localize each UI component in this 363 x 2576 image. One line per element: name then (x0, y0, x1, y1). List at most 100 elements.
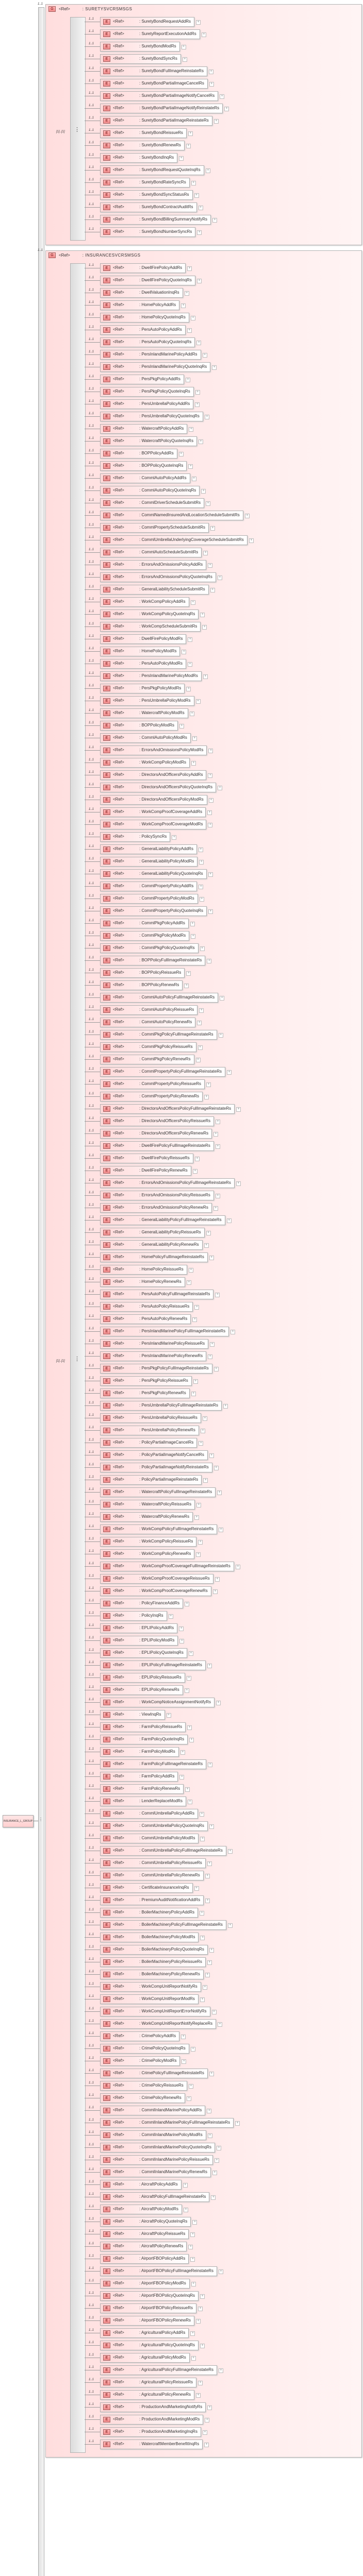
element-ref-box[interactable]: E<Ref>: ErrorsAndOmissionsPolicyRenewRs (100, 1203, 212, 1213)
element-ref-box[interactable]: E<Ref>: AgriculturalPolicyRenewRs (100, 2390, 195, 2400)
expand-icon[interactable]: + (207, 1861, 212, 1866)
expand-icon[interactable]: + (208, 798, 213, 803)
element-ref-box[interactable]: E<Ref>: AirportFBOPolicyRenewRs (100, 2316, 195, 2326)
expand-icon[interactable]: + (190, 2257, 195, 2262)
element-ref-box[interactable]: E<Ref>: WorkCompProofCoverageFullImageRe… (100, 1562, 234, 1571)
element-ref-box[interactable]: E<Ref>: DwellFirePolicyRenewRs (100, 1166, 191, 1176)
expand-icon[interactable]: + (194, 1305, 200, 1310)
expand-icon[interactable]: + (215, 1293, 220, 1297)
expand-icon[interactable]: + (219, 2269, 224, 2274)
element-ref-box[interactable]: E<Ref>: AircraftPolicyQuoteInqRs (100, 2217, 191, 2227)
element-ref-box[interactable]: E<Ref>: CommlAutoPolicyQuoteInqRs (100, 486, 200, 496)
element-ref-box[interactable]: E<Ref>: CommlInlandMarinePolicyRenewRs (100, 2167, 211, 2177)
element-ref-box[interactable]: E<Ref>: CrimePolicyFullImageReinstateRs (100, 2069, 208, 2078)
expand-icon[interactable]: + (213, 1206, 218, 1211)
expand-icon[interactable]: + (189, 711, 194, 716)
expand-icon[interactable]: + (227, 1923, 233, 1928)
expand-icon[interactable]: + (208, 823, 213, 827)
expand-icon[interactable]: + (188, 1800, 193, 1804)
expand-icon[interactable]: + (200, 1812, 205, 1817)
expand-icon[interactable]: + (212, 365, 217, 370)
element-ref-box[interactable]: E<Ref>: CrimePolicyReissueRs (100, 2081, 187, 2091)
element-ref-box[interactable]: E<Ref>: BoilerMachineryPolicyFullImageRe… (100, 1920, 226, 1930)
element-ref-box[interactable]: E<Ref>: BOPPolicyRenewRs (100, 980, 183, 990)
expand-icon[interactable]: + (213, 1132, 219, 1137)
element-ref-box[interactable]: E<Ref>: AircraftPolicyReissueRs (100, 2229, 189, 2239)
expand-icon[interactable]: + (206, 1231, 211, 1235)
expand-icon[interactable]: + (187, 1725, 192, 1730)
expand-icon[interactable]: + (193, 1379, 198, 1384)
expand-icon[interactable]: + (190, 2331, 195, 2336)
expand-icon[interactable]: + (203, 674, 208, 679)
expand-icon[interactable]: + (203, 1478, 208, 1483)
expand-icon[interactable]: + (210, 1342, 215, 1347)
element-ref-box[interactable]: E<Ref>: AircraftPolicyRenewRs (100, 2242, 187, 2251)
expand-icon[interactable]: + (220, 94, 225, 99)
expand-icon[interactable]: + (208, 1762, 213, 1767)
expand-icon[interactable]: + (179, 1626, 184, 1631)
expand-icon[interactable]: + (192, 1169, 197, 1174)
element-ref-box[interactable]: E<Ref>: EPLIPolicyFullImageReinstateRs (100, 1660, 206, 1670)
expand-icon[interactable]: + (215, 1144, 220, 1149)
element-ref-box[interactable]: E<Ref>: WorkCompPolicyQuoteInqRs (100, 609, 199, 619)
expand-icon[interactable]: + (227, 1849, 233, 1854)
element-ref-box[interactable]: E<Ref>: DwellFirePolicyQuoteInqRs (100, 276, 195, 285)
element-ref-box[interactable]: E<Ref>: WatercraftPolicyModRs (100, 708, 188, 718)
expand-icon[interactable]: + (190, 600, 195, 605)
element-ref-box[interactable]: E<Ref>: PremiumAuditNotificationAddRs (100, 1895, 204, 1905)
element-ref-box[interactable]: E<Ref>: ProductionAndMarketingNotifyRs (100, 2402, 206, 2412)
element-ref-box[interactable]: E<Ref>: AirportFBOPolicyFullImageReinsta… (100, 2266, 218, 2276)
element-ref-box[interactable]: E<Ref>: PolicyInqRs (100, 1611, 167, 1621)
element-ref-box[interactable]: E<Ref>: BOPPolicyFullImageReinstateRs (100, 956, 206, 965)
expand-icon[interactable]: + (210, 526, 216, 531)
element-ref-box[interactable]: E<Ref>: AirportFBOPolicyAddRs (100, 2254, 189, 2264)
expand-icon[interactable]: + (184, 2208, 189, 2212)
expand-icon[interactable]: + (184, 291, 189, 296)
expand-icon[interactable]: + (199, 1008, 204, 1013)
element-ref-box[interactable]: E<Ref>: CommlNamedInsuredAndLocationSche… (100, 511, 243, 520)
element-ref-box[interactable]: E<Ref>: CommlPropertyPolicyQuoteInqRs (100, 906, 207, 916)
element-ref-box[interactable]: E<Ref>: PersInlandMarinePolicyQuoteInqRs (100, 362, 211, 372)
expand-icon[interactable]: + (215, 1194, 220, 1198)
element-ref-box[interactable]: E<Ref>: PolicyPartialImageCancelRs (100, 1438, 197, 1448)
expand-icon[interactable]: + (192, 2220, 197, 2225)
element-ref-box[interactable]: E<Ref>: SuretyBondPartialImageNotifyCanc… (100, 91, 219, 101)
element-ref-box[interactable]: E<Ref>: EPLIPolicyModRs (100, 1636, 178, 1646)
expand-icon[interactable]: + (206, 1082, 211, 1087)
element-ref-box[interactable]: E<Ref>: WatercraftPolicyFullImageReinsta… (100, 1487, 216, 1497)
element-ref-box[interactable]: E<Ref>: PolicyPartialImageNotifyCancelRs (100, 1450, 208, 1460)
element-ref-box[interactable]: E<Ref>: WorkCompPolicyFullImageReinstate… (100, 1524, 218, 1534)
expand-icon[interactable]: + (186, 144, 191, 148)
element-ref-box[interactable]: E<Ref>: DirectorsAndOfficersPolicyFullIm… (100, 1104, 235, 1114)
expand-icon[interactable]: + (188, 1651, 193, 1656)
element-ref-box[interactable]: E<Ref>: CommlPropertyScheduleSubmitRs (100, 523, 209, 533)
expand-icon[interactable]: + (214, 2158, 220, 2163)
element-ref-box[interactable]: E<Ref>: WorkCompUnitReportNotifyRs (100, 1982, 201, 1992)
element-ref-box[interactable]: E<Ref>: HomePolicyRenewRs (100, 1277, 185, 1287)
element-ref-box[interactable]: E<Ref>: PersPkgPolicyFullImageReinstateR… (100, 1364, 212, 1374)
element-ref-box[interactable]: E<Ref>: CrimePolicyRenewRs (100, 2093, 185, 2103)
expand-icon[interactable]: + (217, 575, 222, 580)
element-ref-box[interactable]: E<Ref>: PersUmbrellaPolicyFullImageReins… (100, 1401, 222, 1411)
element-ref-box[interactable]: E<Ref>: CommlInlandMarinePolicyQuoteInqR… (100, 2143, 216, 2153)
element-ref-box[interactable]: E<Ref>: GeneralLiabilityPolicyAddRs (100, 844, 197, 854)
element-ref-box[interactable]: E<Ref>: PersUmbrellaPolicyReissueRs (100, 1413, 201, 1423)
expand-icon[interactable]: + (205, 1973, 210, 1977)
expand-icon[interactable]: + (198, 1540, 203, 1545)
expand-icon[interactable]: + (205, 2418, 210, 2422)
element-ref-box[interactable]: E<Ref>: CommlDriverScheduleSubmitRs (100, 498, 205, 508)
element-ref-box[interactable]: E<Ref>: SuretyReportExecutionAddRs (100, 29, 200, 39)
expand-icon[interactable]: + (199, 897, 204, 902)
element-ref-box[interactable]: E<Ref>: SuretyBondSyncRs (100, 54, 181, 64)
expand-icon[interactable]: + (209, 2072, 214, 2076)
expand-icon[interactable]: + (208, 70, 213, 74)
expand-icon[interactable]: + (201, 32, 206, 37)
expand-icon[interactable]: + (166, 1713, 171, 1718)
element-ref-box[interactable]: E<Ref>: HomePolicyReissueRs (100, 1265, 187, 1275)
expand-icon[interactable]: + (218, 786, 223, 790)
expand-icon[interactable]: + (204, 1095, 209, 1099)
expand-icon[interactable]: + (204, 1243, 209, 1248)
element-ref-box[interactable]: E<Ref>: HomePolicyQuoteInqRs (100, 313, 189, 323)
element-ref-box[interactable]: E<Ref>: SuretyBondInqRs (100, 153, 178, 163)
expand-icon[interactable]: + (235, 2121, 240, 2126)
